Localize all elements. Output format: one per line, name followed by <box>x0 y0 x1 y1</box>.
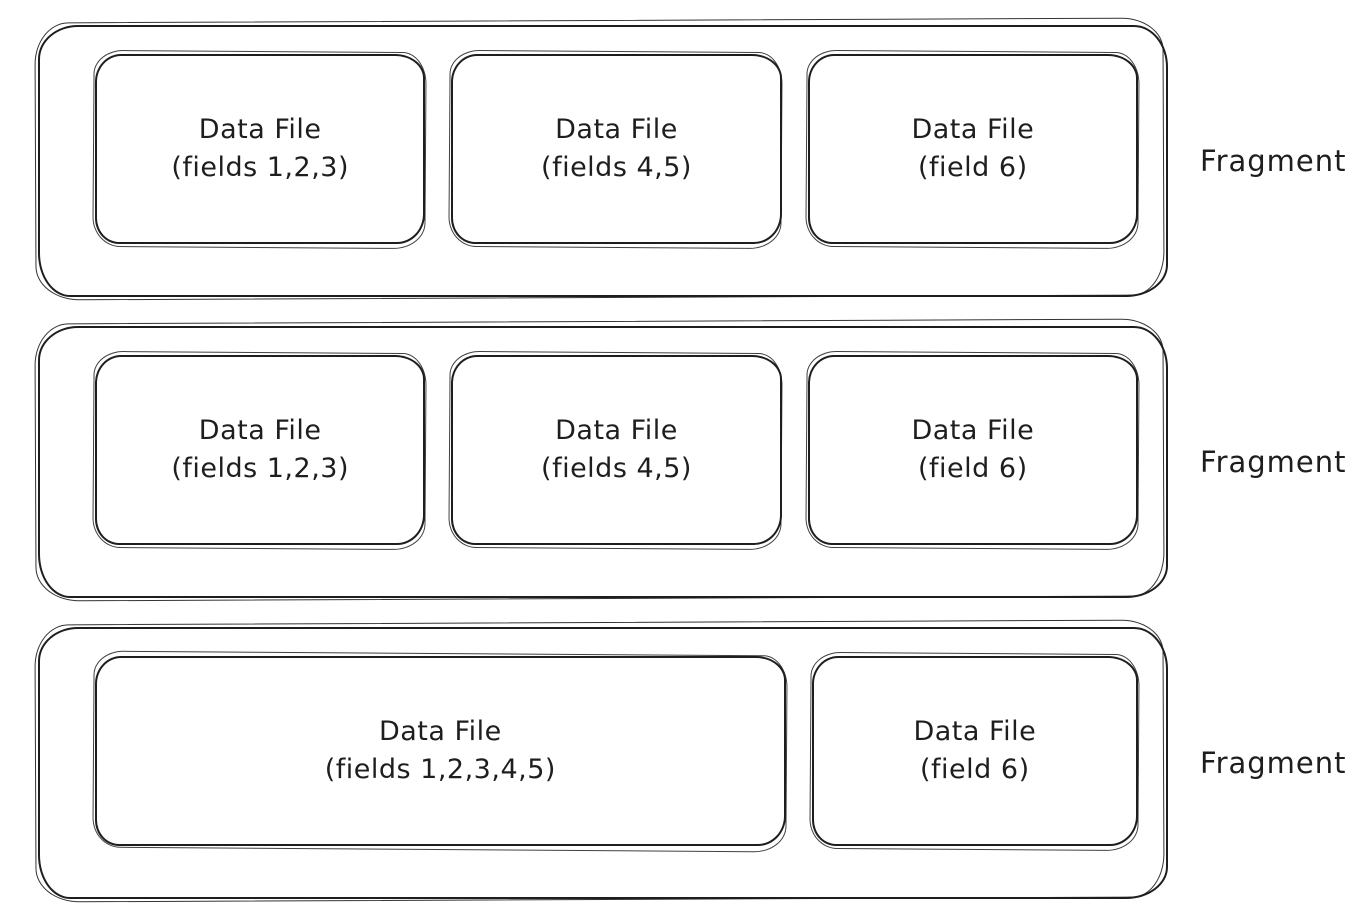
data-file-box: Data File (field 6) <box>805 47 1138 248</box>
file-subtitle: (fields 1,2,3) <box>171 453 349 484</box>
file-title: Data File <box>198 414 322 446</box>
file-subtitle: (field 6) <box>918 152 1028 183</box>
fragment-container: Data File (fields 1,2,3,4,5) Data File (… <box>38 627 1168 899</box>
data-file-box: Data File (fields 4,5) <box>451 49 787 244</box>
fragment-label: Fragment <box>1200 144 1347 178</box>
fragment-container: Data File (fields 1,2,3) Data File (fiel… <box>38 25 1168 297</box>
file-title: Data File <box>198 113 322 145</box>
fragment-label: Fragment <box>1200 445 1347 479</box>
fragment-row: Data File (fields 1,2,3) Data File (fiel… <box>38 25 1359 297</box>
file-title: Data File <box>378 715 502 747</box>
file-subtitle: (fields 4,5) <box>541 453 692 484</box>
fragment-row: Data File (fields 1,2,3) Data File (fiel… <box>38 326 1359 598</box>
file-subtitle: (fields 1,2,3,4,5) <box>324 754 556 785</box>
data-file-box: Data File (fields 1,2,3) <box>89 48 426 244</box>
file-title: Data File <box>555 414 678 446</box>
data-file-box: Data File (fields 4,5) <box>445 349 782 545</box>
data-file-box: Data File (fields 1,2,3) <box>95 350 431 545</box>
fragment-container: Data File (fields 1,2,3) Data File (fiel… <box>38 326 1168 598</box>
file-subtitle: (fields 1,2,3) <box>171 152 349 183</box>
file-title: Data File <box>911 113 1035 145</box>
data-file-box: Data File (field 6) <box>805 348 1138 549</box>
data-file-box: Data File (fields 1,2,3,4,5) <box>89 650 786 846</box>
data-file-box: Data File (field 6) <box>811 651 1143 846</box>
file-subtitle: (field 6) <box>918 453 1028 484</box>
fragment-label: Fragment <box>1200 746 1347 780</box>
file-title: Data File <box>911 414 1035 446</box>
file-title: Data File <box>555 113 678 145</box>
file-subtitle: (fields 4,5) <box>541 152 692 183</box>
file-subtitle: (field 6) <box>920 754 1030 785</box>
fragment-row: Data File (fields 1,2,3,4,5) Data File (… <box>38 627 1359 899</box>
file-title: Data File <box>913 715 1037 747</box>
